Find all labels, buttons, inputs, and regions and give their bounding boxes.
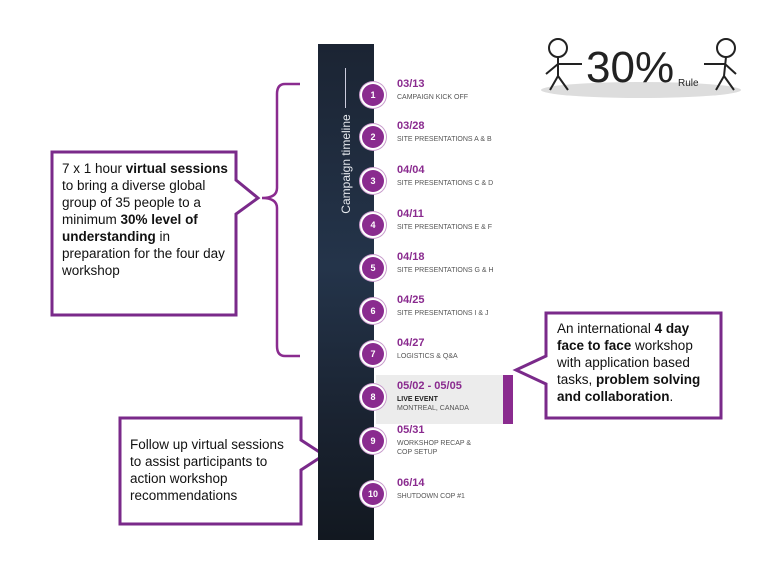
item-date: 04/25 xyxy=(397,294,425,306)
timeline-panel xyxy=(318,44,374,540)
item-description: SITE PRESENTATIONS C & D xyxy=(397,180,494,187)
item-description: CAMPAIGN KICK OFF xyxy=(397,94,469,101)
item-date: 05/02 - 05/05 xyxy=(397,380,462,392)
virtual-sessions-callout: 7 x 1 hour virtual sessions to bring a d… xyxy=(62,161,228,278)
virtual-callout-border xyxy=(50,150,261,317)
item-description: SITE PRESENTATIONS A & B xyxy=(397,136,492,143)
item-description: SITE PRESENTATIONS I & J xyxy=(397,310,489,317)
step-number: 6 xyxy=(362,300,384,322)
step-number: 4 xyxy=(362,214,384,236)
item-date: 06/14 xyxy=(397,477,425,489)
item-date: 04/18 xyxy=(397,251,425,263)
item-date: 04/11 xyxy=(397,208,424,220)
item-date: 04/27 xyxy=(397,337,425,349)
step-number: 2 xyxy=(362,126,384,148)
item-description: WORKSHOP RECAP &COP SETUP xyxy=(397,440,472,456)
logo-subtext: Rule xyxy=(678,78,699,89)
item-date: 04/04 xyxy=(397,164,425,176)
item-date: 03/13 xyxy=(397,78,425,90)
workshop-callout-border xyxy=(512,311,723,420)
divider xyxy=(345,68,346,108)
followup-callout: Follow up virtual sessions to assist par… xyxy=(130,437,284,503)
workshop-callout: An international 4 day face to face work… xyxy=(557,321,701,404)
item-description: SHUTDOWN COP #1 xyxy=(397,493,465,500)
followup-callout-border xyxy=(118,416,327,526)
item-description: SITE PRESENTATIONS G & H xyxy=(397,267,494,274)
step-number: 10 xyxy=(362,483,384,505)
step-number: 5 xyxy=(362,257,384,279)
bracket xyxy=(261,82,300,358)
step-number: 9 xyxy=(362,430,384,452)
step-number: 8 xyxy=(362,386,384,408)
live-event-accent-bar xyxy=(503,375,513,424)
item-description: SITE PRESENTATIONS E & F xyxy=(397,224,493,231)
item-date: 03/28 xyxy=(397,120,425,132)
item-date: 05/31 xyxy=(397,424,425,436)
item-description: LOGISTICS & Q&A xyxy=(397,353,458,360)
step-number: 3 xyxy=(362,170,384,192)
step-number: 7 xyxy=(362,343,384,365)
logo-text: 30% xyxy=(586,43,674,92)
step-number: 1 xyxy=(362,84,384,106)
live-event-highlight xyxy=(376,375,513,424)
thirty-percent-rule-logo: 30% Rule xyxy=(541,38,741,98)
